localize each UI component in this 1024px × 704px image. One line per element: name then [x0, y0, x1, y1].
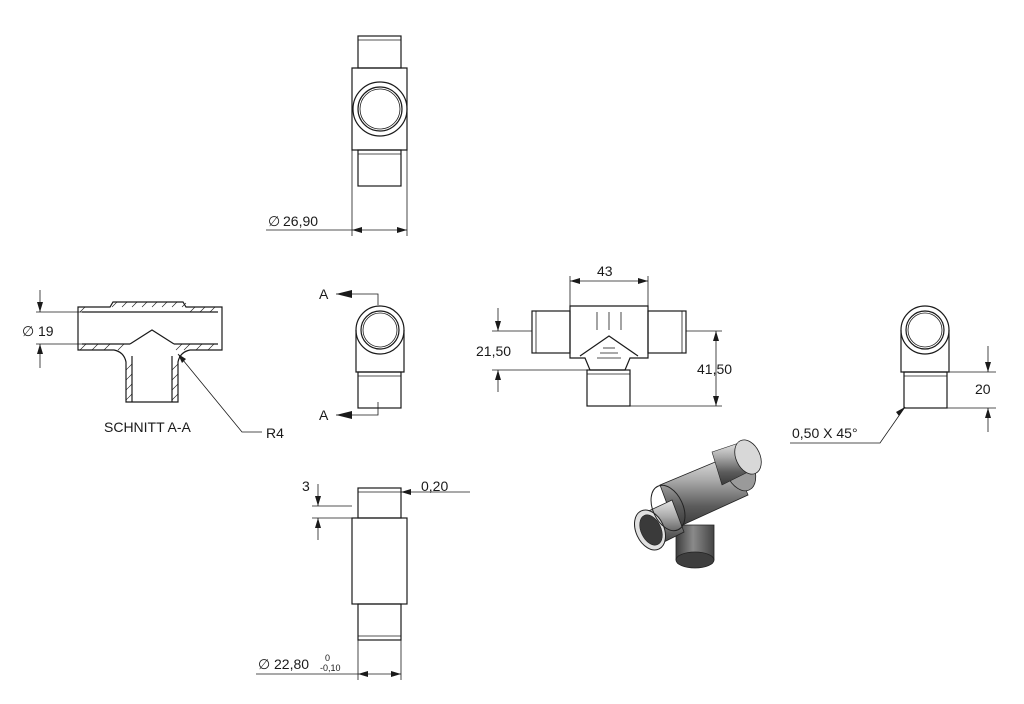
dim-height-21-50: 21,50 [476, 343, 511, 359]
bottom-view [256, 484, 470, 680]
dim-diameter-19: 19 [38, 323, 54, 339]
front-view-center-left [336, 290, 405, 419]
dim-chamfer: 0,50 X 45° [792, 425, 858, 441]
dim-gap-0-20: 0,20 [421, 478, 448, 494]
dim-length-43: 43 [597, 263, 613, 279]
section-label-a-top: A [319, 286, 329, 302]
section-title: SCHNITT A-A [104, 419, 192, 435]
dim-stub-20: 20 [975, 381, 991, 397]
tolerance-upper: 0 [325, 653, 330, 663]
front-view-tee [492, 276, 722, 407]
side-view [790, 305, 996, 444]
diameter-symbol-section: ∅ [22, 323, 34, 339]
dim-diameter-22-80: 22,80 [274, 656, 309, 672]
diameter-symbol-top: ∅ [268, 213, 280, 229]
section-label-a-bottom: A [319, 407, 329, 423]
top-view [266, 35, 408, 236]
dim-gap-3: 3 [302, 478, 310, 494]
diameter-symbol-bottom: ∅ [258, 656, 270, 672]
dim-height-41-50: 41,50 [697, 361, 732, 377]
section-view [36, 290, 262, 433]
isometric-view [634, 439, 762, 569]
tolerance-lower: -0,10 [320, 663, 341, 673]
dim-diameter-26-90: 26,90 [283, 213, 318, 229]
dim-radius-r4: R4 [266, 425, 284, 441]
